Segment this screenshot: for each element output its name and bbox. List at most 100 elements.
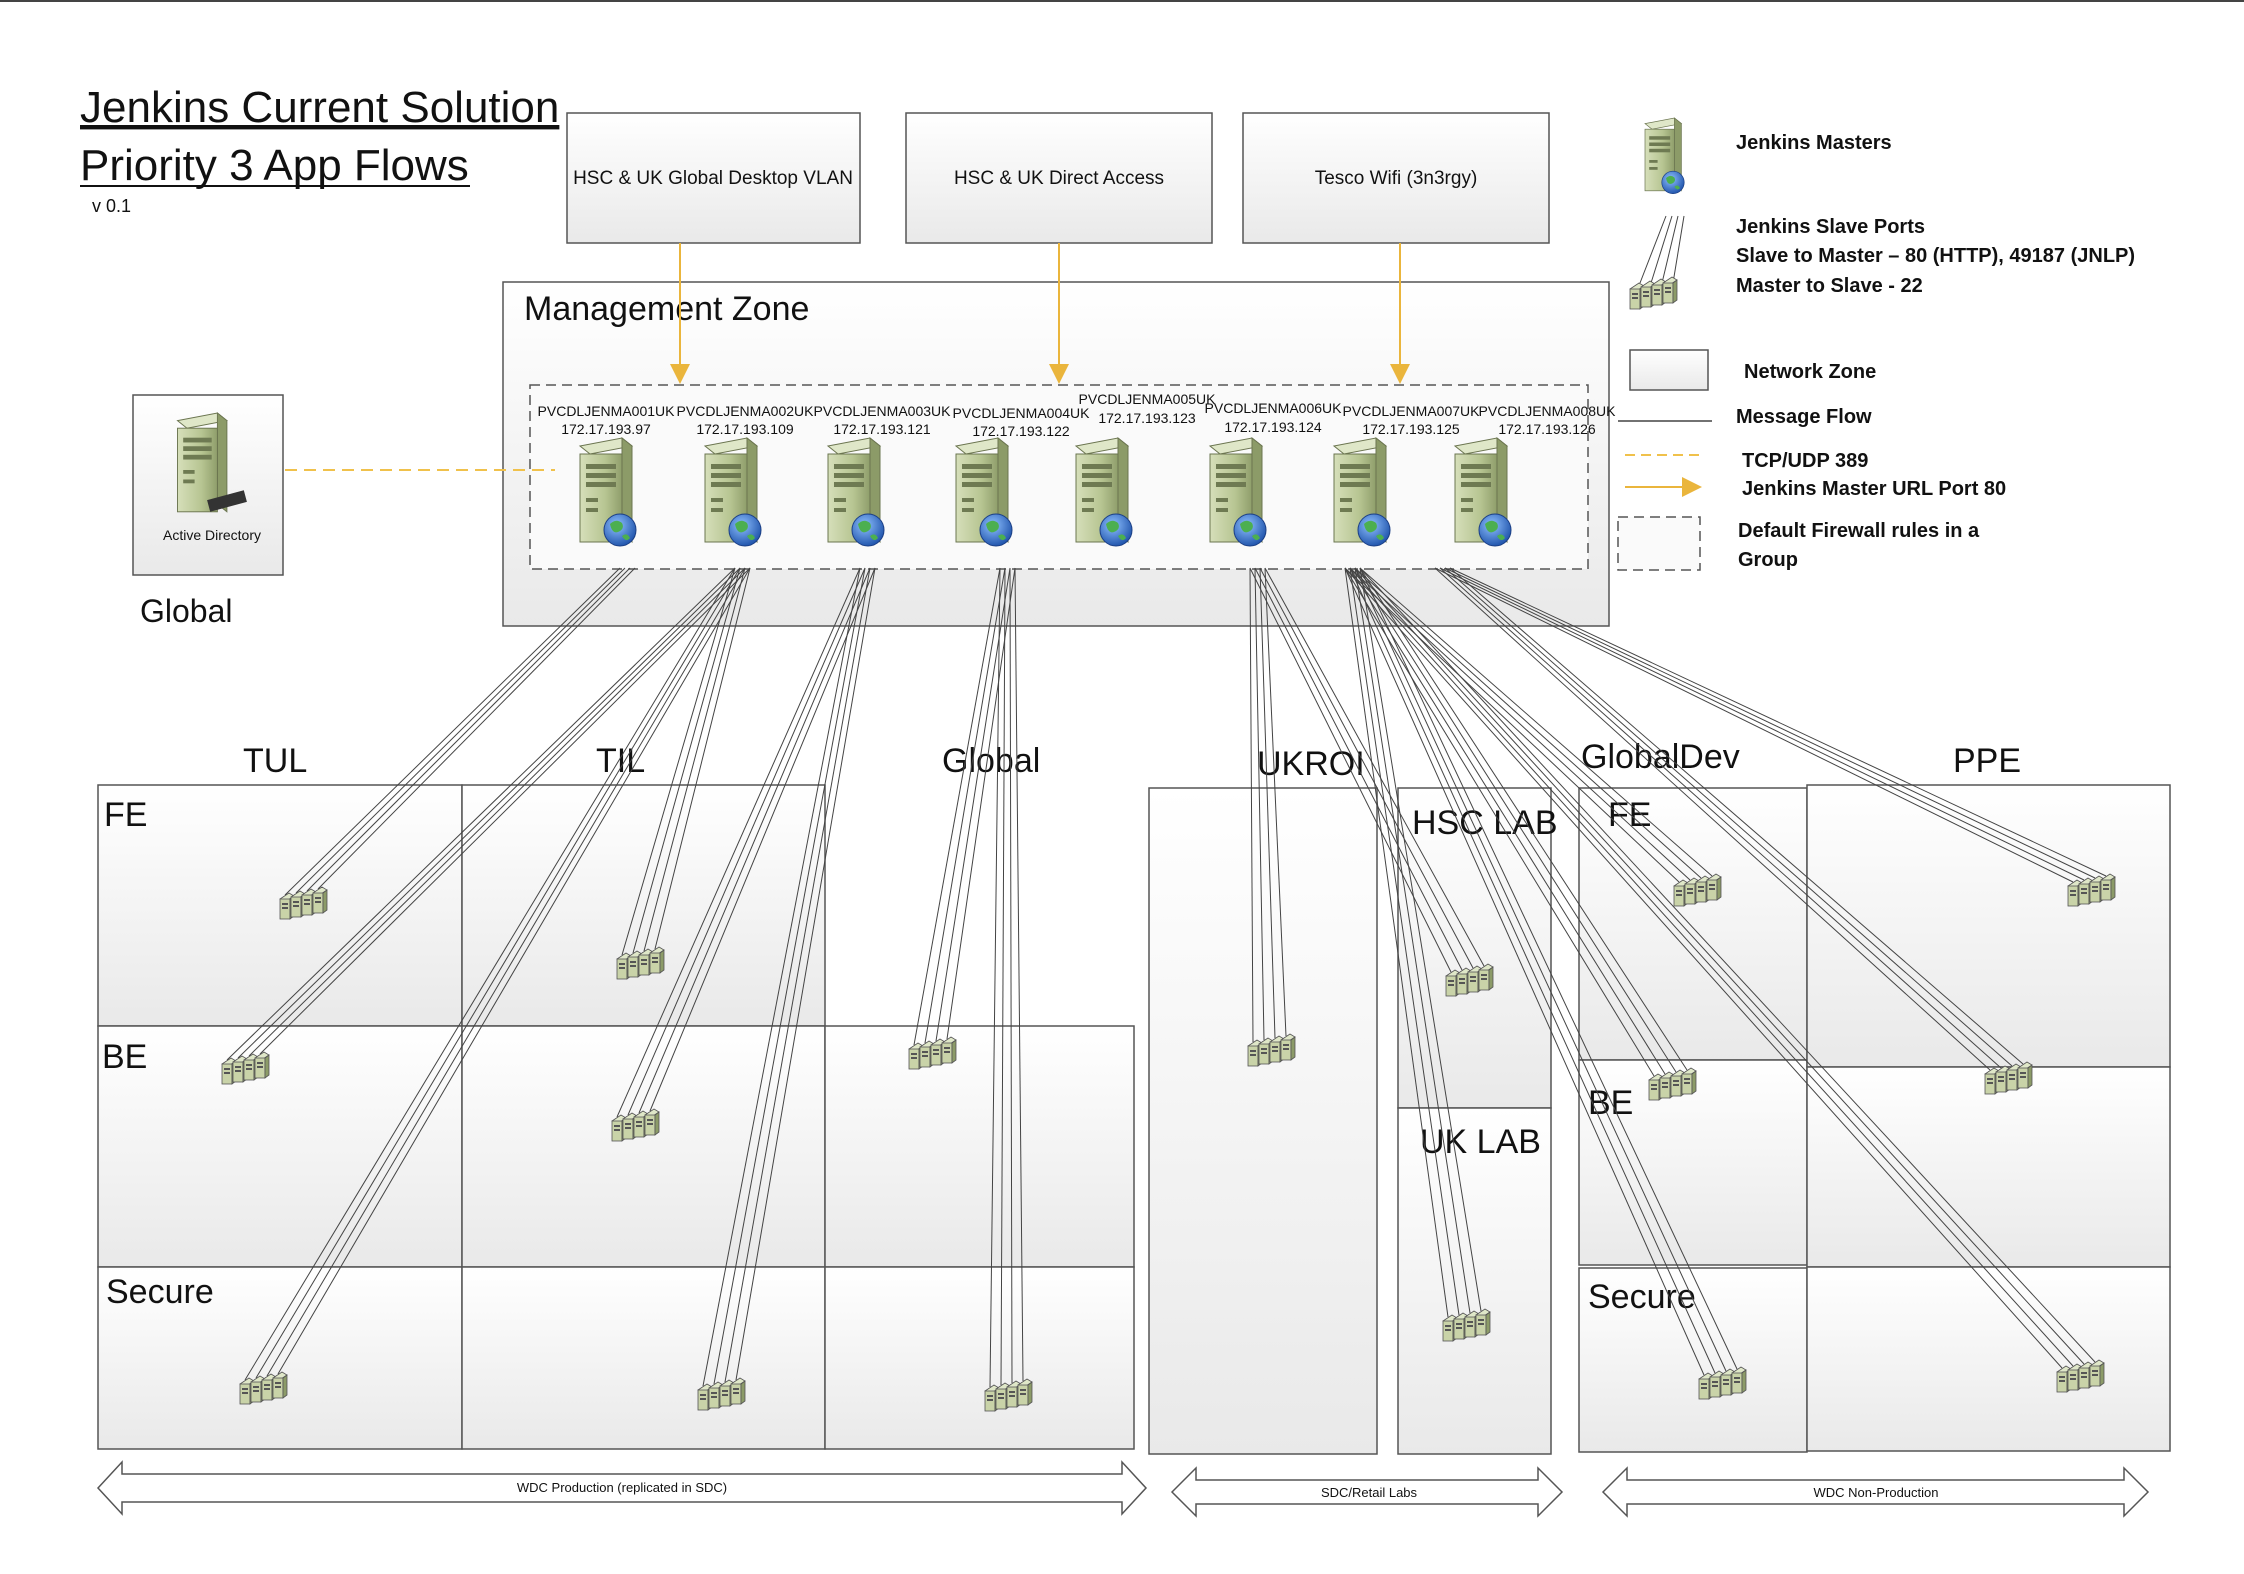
active-directory-server-icon: [176, 412, 247, 513]
master-name: PVCDLJENMA007UK: [1343, 403, 1481, 419]
legend-master-icon: [1644, 117, 1685, 194]
source-boxes: HSC & UK Global Desktop VLAN HSC & UK Di…: [566, 112, 1550, 244]
zone-label-tul: TUL: [243, 742, 307, 780]
zone-label-tul-fe: FE: [104, 796, 147, 834]
message-flow-line: [1349, 567, 1460, 1316]
message-flow-line: [1344, 567, 1449, 1318]
slave-ports-group: [1247, 1033, 1296, 1067]
legend-slave-ports-icon: [1629, 215, 1685, 310]
slave-ports-group: [1673, 873, 1722, 907]
message-flow-line: [1349, 567, 1691, 881]
message-flow-line: [735, 567, 876, 1381]
message-flow-line: [1354, 567, 1471, 1314]
message-flow-line: [724, 567, 871, 1383]
zone-tul-secure: [97, 1266, 463, 1450]
message-flow-line: [1359, 567, 1713, 877]
message-flow-line: [1354, 567, 1677, 1073]
zone-label-globaldev-secure: Secure: [1588, 1278, 1696, 1316]
message-flow-line: [295, 567, 626, 894]
message-flow-line: [616, 567, 861, 1118]
slave-ports-group: [1445, 963, 1494, 997]
message-flow-line: [627, 567, 866, 1116]
title-line2: Priority 3 App Flows: [80, 141, 469, 190]
master-servers: [578, 436, 1512, 547]
message-flow-line: [284, 567, 621, 896]
message-flow-line: [621, 567, 736, 956]
message-flow-line: [913, 567, 1001, 1046]
legend-slave-ports-title: Jenkins Slave Ports: [1736, 216, 1925, 238]
active-directory-label: Active Directory: [163, 527, 261, 543]
slave-ports-group: [2056, 1359, 2105, 1393]
message-flow-line: [1439, 567, 2085, 881]
source-box-wifi: [1242, 112, 1550, 244]
message-flow-line: [1359, 567, 1738, 1370]
message-flow-line: [1259, 567, 1276, 1039]
zone-globaldev-be: [1578, 1059, 1808, 1266]
span-arrow-wdc-prod: [96, 1460, 1148, 1516]
master-name: PVCDLJENMA005UK: [1079, 391, 1217, 407]
master-name: PVCDLJENMA006UK: [1205, 400, 1343, 416]
master-labels: PVCDLJENMA001UK 172.17.193.97 PVCDLJENMA…: [538, 391, 1617, 439]
zone-global-be: [824, 1025, 1135, 1268]
message-flow-line: [1344, 567, 1705, 1376]
message-flow-line: [1354, 567, 2085, 1365]
source-box-direct-access: [905, 112, 1213, 244]
zone-labels: TUL TIL Global UKROI GlobalDev PPE FE BE…: [102, 738, 2021, 1316]
master-server-icon: [826, 436, 885, 547]
message-flow-line: [1264, 567, 1287, 1037]
zone-tul-be: [97, 1025, 463, 1268]
message-flow-line: [1359, 567, 2096, 1363]
span-label-sdc-retail: SDC/Retail Labs: [1321, 1485, 1418, 1500]
master-server-icon: [1208, 436, 1267, 547]
span-label-wdc-nonprod: WDC Non-Production: [1814, 1485, 1939, 1500]
zone-ppe-fe: [1806, 784, 2171, 1068]
message-flow-line: [1444, 567, 2013, 1067]
slave-ports-group: [697, 1377, 746, 1411]
zone-label-hsc-lab: HSC LAB: [1412, 804, 1558, 842]
wdc-production-zones: [97, 784, 1135, 1450]
legend-tcp-udp: TCP/UDP 389: [1742, 450, 1868, 472]
zone-label-tul-secure: Secure: [106, 1273, 214, 1311]
legend-master-url: Jenkins Master URL Port 80: [1742, 478, 2006, 500]
message-flow-line: [643, 567, 746, 952]
zone-label-global: Global: [942, 742, 1040, 780]
zone-label-ppe: PPE: [1953, 742, 2021, 780]
message-flow-line: [1344, 567, 1680, 883]
legend: Jenkins Masters Jenkins Slave Ports Slav…: [1617, 117, 2135, 571]
message-flow-line: [654, 567, 751, 950]
master-ip: 172.17.193.97: [561, 421, 651, 437]
message-flow-line: [277, 567, 751, 1375]
master-server-icon: [1074, 436, 1133, 547]
zone-label-globaldev-be: BE: [1588, 1084, 1633, 1122]
message-flow-line: [1254, 567, 1265, 1041]
slave-ports-group: [1442, 1308, 1491, 1342]
message-flow-line: [255, 567, 741, 1379]
message-flow-line: [1449, 567, 2024, 1065]
message-flow-line: [632, 567, 741, 954]
master-name: PVCDLJENMA001UK: [538, 403, 676, 419]
message-flow-line: [1349, 567, 2074, 1367]
message-flow-line: [702, 567, 861, 1387]
legend-firewall-line1: Default Firewall rules in a: [1738, 520, 1980, 542]
message-flow-line: [1359, 567, 1688, 1071]
master-name: PVCDLJENMA002UK: [677, 403, 815, 419]
message-flow-line: [1349, 567, 1666, 1075]
slave-ports-group: [1648, 1067, 1697, 1101]
message-flows: [226, 567, 2107, 1388]
master-ip: 172.17.193.123: [1098, 410, 1196, 426]
span-arrow-sdc-retail: [1170, 1466, 1564, 1518]
active-directory-zone-label: Global: [140, 593, 233, 629]
slave-ports-group: [2067, 873, 2116, 907]
legend-slave-ports-line1: Slave to Master – 80 (HTTP), 49187 (JNLP…: [1736, 245, 2135, 267]
span-arrows: WDC Production (replicated in SDC) SDC/R…: [96, 1460, 2150, 1518]
message-flow-line: [1009, 567, 1013, 1384]
message-flow-line: [649, 567, 876, 1112]
legend-masters: Jenkins Masters: [1736, 132, 1892, 154]
message-flow-line: [226, 567, 736, 1061]
master-ip: 172.17.193.109: [696, 421, 794, 437]
slave-ports-group: [221, 1051, 270, 1085]
message-flow-line: [244, 567, 736, 1381]
message-flow-line: [259, 567, 751, 1055]
slave-ports-group: [1984, 1061, 2033, 1095]
